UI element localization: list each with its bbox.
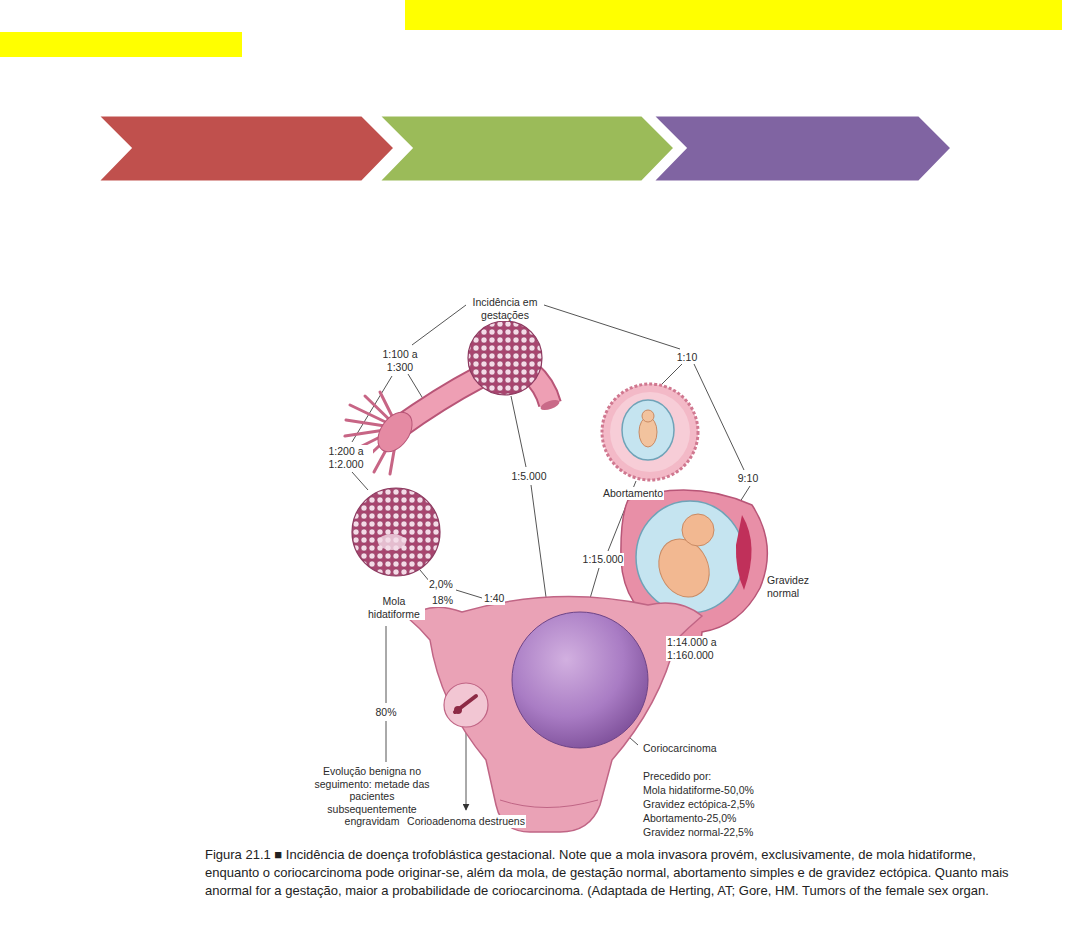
percent-label: 18% (431, 594, 454, 607)
leader-lines (352, 305, 750, 810)
ratio-label: 1:14.000 a 1:160.000 (666, 636, 730, 661)
figure-label: Coriocarcinoma (642, 742, 718, 755)
list-label: Precedido por: (642, 770, 712, 783)
ratio-label: 1:10 (676, 351, 698, 364)
figure-label: Abortamento (602, 487, 664, 500)
hydatidiform-mole-figure (352, 488, 440, 576)
ratio-label: 1:200 a 1:2.000 (319, 445, 373, 470)
percent-label: 80% (374, 706, 397, 719)
highlight-bar (0, 32, 242, 57)
figure-caption: Figura 21.1 ■ Incidência de doença trofo… (205, 846, 1025, 900)
list-label: Abortamento-25,0% (642, 812, 737, 825)
figure-label: Gravidez normal (766, 574, 820, 599)
list-label: Gravidez ectópica-2,5% (642, 798, 755, 811)
ratio-label: 1:5.000 (510, 470, 547, 483)
heading-label: Incidência em gestações (468, 296, 542, 321)
abortion-figure (602, 384, 698, 480)
uterus-figure (408, 596, 702, 832)
highlight-bar (405, 0, 1062, 30)
chevron (378, 115, 675, 182)
percent-label: 2,0% (428, 578, 454, 591)
ratio-label: 9:10 (737, 472, 759, 485)
ratio-label: 1:15.000 (582, 553, 625, 566)
ratio-label: 1:40 (483, 592, 505, 605)
ratio-label: 1:100 a 1:300 (377, 348, 423, 373)
figure-label: Mola hidatiforme (363, 595, 425, 620)
list-label: Mola hidatiforme-50,0% (642, 784, 755, 797)
list-label: Gravidez normal-22,5% (642, 826, 754, 839)
chevron (652, 115, 952, 182)
chevron (97, 115, 395, 182)
ectopic-tube (345, 321, 561, 474)
figure-label: Corioadenoma destruens (406, 815, 526, 828)
